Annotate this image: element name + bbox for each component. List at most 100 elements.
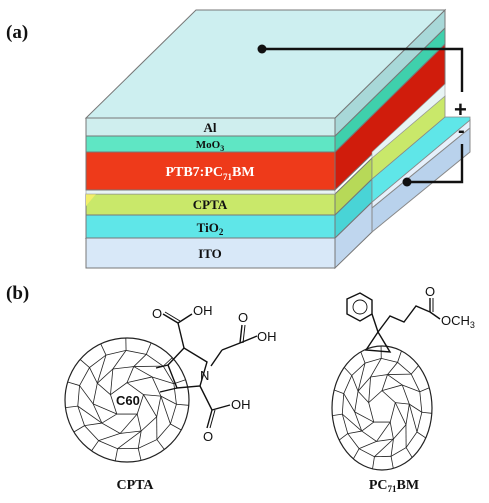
cage-bond: [137, 430, 142, 449]
cage-bond: [387, 362, 398, 375]
layer-label-al: Al: [204, 120, 217, 135]
c60-label: C60: [116, 393, 140, 408]
cage-bond: [84, 422, 102, 427]
cage-bond: [416, 431, 426, 439]
cage-bond: [381, 374, 388, 391]
cage-bond: [360, 351, 366, 364]
layer-label-tio2: TiO2: [197, 220, 224, 237]
pcbm-molecule: O OCH3: [331, 284, 475, 471]
cage-bond: [409, 403, 423, 413]
cpta-caption: CPTA: [116, 478, 154, 493]
panel-a-label: (a): [6, 22, 29, 43]
cage-bond: [170, 423, 182, 431]
cage-bond: [368, 376, 371, 403]
right-hydroxyl: OH: [257, 329, 277, 344]
cage-bond: [397, 350, 402, 363]
cage-bond: [117, 430, 142, 450]
cage-bond: [389, 421, 394, 440]
cage-bond: [358, 441, 377, 450]
ito-front: [85, 237, 336, 269]
cage-bond: [351, 375, 359, 392]
cage-bond: [176, 403, 189, 406]
cyclopropane-ring: [364, 330, 392, 353]
cage-bond: [145, 342, 152, 355]
methoxy-label: OCH3: [441, 313, 475, 330]
cage-bond: [394, 402, 407, 425]
butyric-chain: [377, 305, 431, 333]
c70-cage: [331, 345, 433, 471]
top-hydroxyl: OH: [193, 303, 213, 318]
cage-bond: [410, 365, 419, 375]
al-front: [85, 117, 336, 137]
cage-outline: [331, 345, 433, 471]
cage-bond: [143, 394, 158, 417]
phenyl-ring: [346, 292, 373, 322]
layer-label-active: PTB7:PC71BM: [165, 165, 254, 182]
layer-label-moo3: MoO3: [196, 139, 224, 153]
cage-bond: [91, 440, 99, 452]
cage-ring: [368, 390, 396, 423]
cage-bond: [361, 421, 375, 432]
cage-bond: [156, 439, 165, 450]
top-carbonyl-o: O: [152, 306, 162, 321]
cage-bond: [100, 343, 107, 356]
cage-bond: [381, 384, 403, 392]
cage-bond: [65, 405, 78, 409]
cage-bond: [370, 358, 382, 378]
cage-bond: [334, 389, 344, 394]
cage-bond: [89, 367, 98, 384]
phenyl-aromatic: [352, 299, 368, 315]
nitrogen-label: N: [200, 368, 209, 383]
cage-bond: [357, 362, 366, 392]
cage-bond: [419, 387, 430, 393]
cage-bond: [347, 430, 362, 434]
cage-bond: [160, 395, 177, 405]
cage-bond: [152, 376, 174, 385]
cage-bond: [67, 381, 80, 386]
cage-bond: [96, 354, 107, 384]
cpta-molecule: C60 O OH N O OH O OH: [64, 303, 277, 463]
cage-bond: [143, 394, 161, 397]
cage-ring: [354, 374, 410, 442]
cage-bond: [101, 413, 118, 424]
cage-bond: [342, 413, 363, 432]
cage-bond: [77, 405, 103, 424]
pcbm-caption: PC71BM: [369, 478, 419, 494]
cage-bond: [160, 395, 171, 425]
cage-bond: [343, 393, 356, 413]
cage-bond: [402, 384, 420, 393]
cage-bond: [133, 354, 147, 367]
gap-contact: [371, 83, 446, 159]
ester-carbonyl-o: O: [425, 284, 435, 299]
top-wire: [262, 47, 464, 92]
cage-bond: [343, 367, 353, 376]
cage-bond: [332, 413, 343, 417]
cage-outline: [64, 337, 190, 463]
cage-bond: [137, 448, 142, 461]
bottom-carbonyl-o: O: [203, 429, 213, 444]
layer-label-cpta: CPTA: [193, 197, 228, 212]
cage-bond: [372, 456, 375, 469]
cage-bond: [338, 433, 348, 441]
cage-bond: [112, 350, 127, 370]
right-carbonyl-o: O: [238, 310, 248, 325]
cpta-corner: [86, 194, 96, 206]
cage-bond: [405, 447, 413, 458]
interlayer-line: [85, 189, 336, 195]
cage-ring: [341, 357, 423, 458]
cage-bond: [357, 390, 369, 403]
cage-bond: [408, 404, 418, 433]
cage-bond: [119, 413, 138, 434]
cage-bond: [126, 376, 153, 384]
cage-bond: [126, 366, 135, 383]
cage-bond: [92, 403, 117, 415]
cage-bond: [390, 456, 394, 469]
cage-bond: [395, 402, 410, 405]
plus-sign: +: [454, 97, 467, 122]
pyrrolidine-ring: [167, 347, 208, 389]
cage-bond: [79, 359, 90, 368]
panel-b-label: (b): [6, 283, 30, 304]
cage-bond: [354, 411, 374, 423]
active-front: [85, 151, 336, 191]
